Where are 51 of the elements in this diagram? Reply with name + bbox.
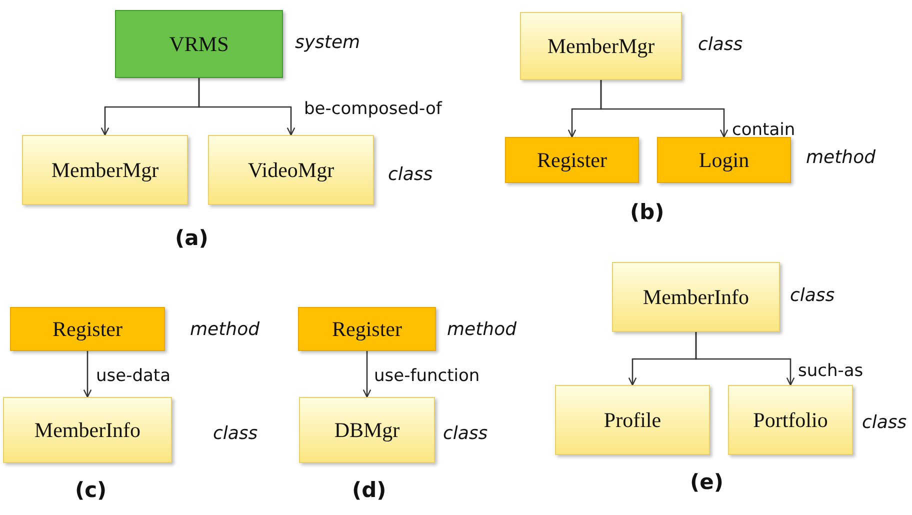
class-box: [3, 397, 172, 463]
annotation-text: system: [295, 32, 360, 53]
node-label: Register: [52, 316, 122, 342]
edge-label: use-function: [374, 366, 480, 386]
class-box: [299, 397, 435, 463]
annotation-text: class: [388, 164, 433, 185]
node-label: Login: [698, 148, 750, 172]
panel-caption: (a): [175, 226, 208, 250]
node-label: Register: [332, 316, 402, 342]
panel-caption: (e): [690, 470, 724, 494]
class-box: [555, 385, 710, 455]
arrow: [695, 332, 795, 386]
panel-caption: (c): [75, 478, 107, 502]
node-label: MemberInfo: [642, 284, 750, 310]
node-label: MemberMgr: [547, 34, 655, 58]
node-label: Portfolio: [753, 408, 828, 432]
edge-label: contain: [732, 120, 796, 140]
annotation-text: class: [790, 285, 835, 306]
arrow: [83, 351, 92, 398]
edge-label: use-data: [96, 366, 171, 386]
annotation-text: class: [213, 423, 258, 444]
class-box: [208, 135, 374, 205]
annotation-text: method: [190, 319, 260, 340]
class-box: [115, 10, 283, 78]
node-label: Register: [537, 148, 607, 172]
class-box: [612, 262, 780, 332]
arrow: [362, 351, 372, 398]
class-box: [22, 135, 188, 205]
annotation-text: class: [443, 423, 488, 444]
class-box: [505, 137, 639, 183]
arrow: [600, 80, 728, 138]
panel-caption: (b): [630, 200, 664, 224]
arrow: [198, 78, 296, 136]
class-box: [728, 385, 853, 455]
class-box: [10, 307, 165, 351]
edge-label: be-composed-of: [304, 99, 442, 119]
class-box: [520, 12, 682, 80]
node-label: MemberInfo: [34, 418, 141, 442]
class-box: [657, 137, 791, 183]
node-label: VideoMgr: [248, 158, 334, 182]
edge-label: such-as: [798, 361, 864, 381]
node-label: DBMgr: [334, 418, 400, 442]
annotation-text: class: [862, 412, 907, 433]
node-label: VRMS: [169, 32, 229, 56]
annotation-text: class: [698, 34, 743, 55]
panel-caption: (d): [352, 478, 386, 502]
class-box: [298, 307, 436, 351]
node-label: MemberMgr: [51, 158, 159, 182]
annotation-text: method: [447, 319, 517, 340]
annotation-text: method: [806, 147, 876, 168]
node-label: Profile: [604, 408, 662, 432]
